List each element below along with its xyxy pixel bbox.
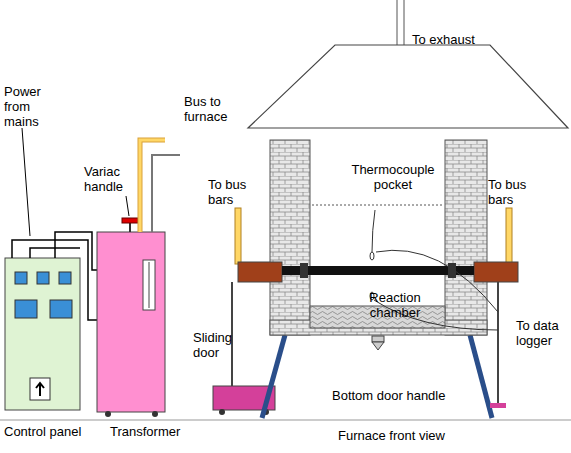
text-label: To data logger xyxy=(516,318,568,348)
text-label: Bus to furnace xyxy=(184,94,244,124)
text-label: Transformer xyxy=(110,424,210,439)
control-panel xyxy=(5,258,80,410)
right-brick-wall xyxy=(445,140,487,335)
text-label: Variac handle xyxy=(84,164,144,194)
text-label: Sliding door xyxy=(193,330,243,360)
transformer xyxy=(97,232,165,412)
text-label: To exhaust xyxy=(412,32,502,47)
text-label: To bus bars xyxy=(488,177,538,207)
text-label: Thermocouple pocket xyxy=(338,162,448,192)
text-label: Reaction chamber xyxy=(360,290,430,320)
heating-element xyxy=(282,266,474,275)
text-label: Furnace front view xyxy=(338,428,478,443)
text-label: Control panel xyxy=(4,424,104,439)
text-label: Bottom door handle xyxy=(332,388,452,403)
text-label: To bus bars xyxy=(208,177,258,207)
exhaust-hood xyxy=(248,45,568,128)
left-brick-wall xyxy=(270,140,310,335)
text-label: Power from mains xyxy=(4,84,54,129)
